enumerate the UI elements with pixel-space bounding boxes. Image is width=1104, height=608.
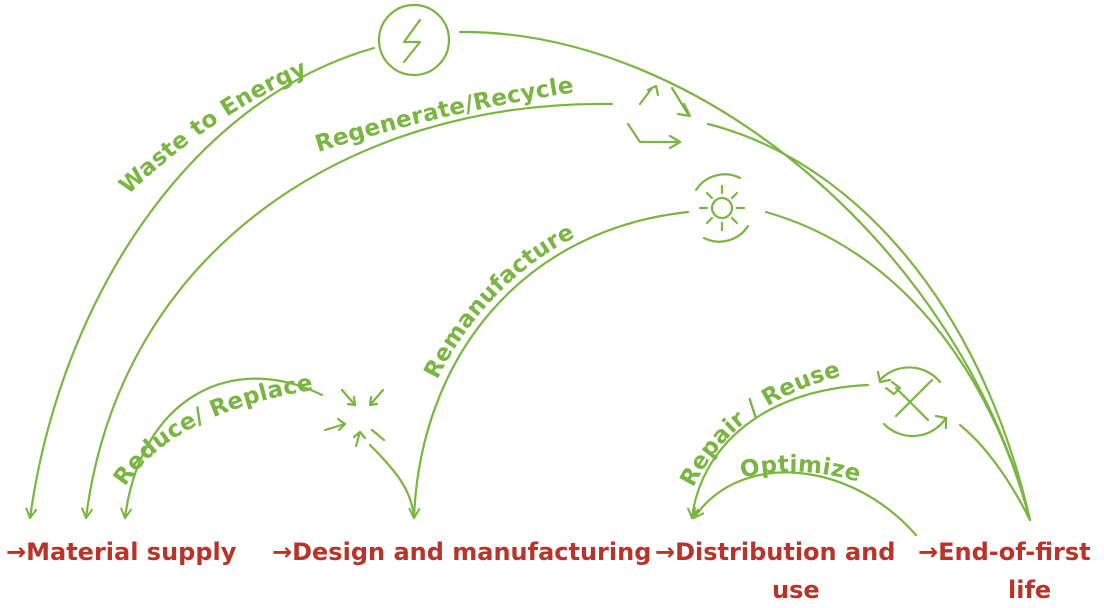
repair-reuse-arc [687, 383, 870, 520]
repair-reuse-return-arc [958, 423, 1032, 522]
optimize-arc [692, 471, 918, 537]
waste-to-energy-label: Waste to Energy [115, 56, 311, 200]
regenerate-recycle-label: Regenerate/Recycle [312, 72, 575, 157]
compress-arrows-icon [323, 388, 386, 448]
stage-text: Design and manufacturing [292, 538, 651, 566]
reduce-replace-loop: Reduce/ Replace [109, 370, 416, 520]
regenerate-recycle-return-arc [706, 122, 1032, 522]
stage-arrow: → [6, 538, 26, 566]
tools-icon [876, 366, 948, 438]
reduce-replace-return-arc [368, 443, 416, 520]
regenerate-recycle-arc [81, 102, 614, 520]
remanufacture-arc [408, 210, 690, 520]
regenerate-recycle-loop: Regenerate/Recycle [81, 72, 1032, 522]
reduce-replace-label: Reduce/ Replace [109, 370, 315, 490]
remanufacture-loop: Remanufacture [408, 173, 1032, 522]
stage-design-manufacturing: →Design and manufacturing [272, 538, 651, 566]
optimize-loop: Optimize [692, 451, 918, 537]
stage-end-of-first-life: →End-of-first [918, 538, 1091, 566]
gear-icon [694, 173, 750, 243]
stage-text: Distribution and [675, 538, 895, 566]
stage-material-supply: →Material supply [6, 538, 237, 566]
stage-text: End-of-first [938, 538, 1090, 566]
optimize-label: Optimize [738, 451, 864, 487]
stage-arrow: → [655, 538, 675, 566]
waste-to-energy-return-arc [458, 30, 1032, 522]
stage-arrow: → [918, 538, 938, 566]
lifecycle-stages: →Material supply →Design and manufacturi… [6, 538, 1091, 604]
waste-to-energy-arc [25, 46, 376, 520]
lightning-icon [377, 3, 451, 77]
reduce-replace-arc [120, 377, 324, 520]
stage-distribution-use-line2: use [772, 576, 820, 604]
stage-distribution-use: →Distribution and [655, 538, 895, 566]
stage-arrow: → [272, 538, 292, 566]
remanufacture-label: Remanufacture [419, 219, 578, 383]
recycle-icon [626, 84, 692, 150]
stage-text: Material supply [26, 538, 237, 566]
stage-end-of-first-life-line2: life [1008, 576, 1051, 604]
remanufacture-return-arc [764, 210, 1032, 522]
